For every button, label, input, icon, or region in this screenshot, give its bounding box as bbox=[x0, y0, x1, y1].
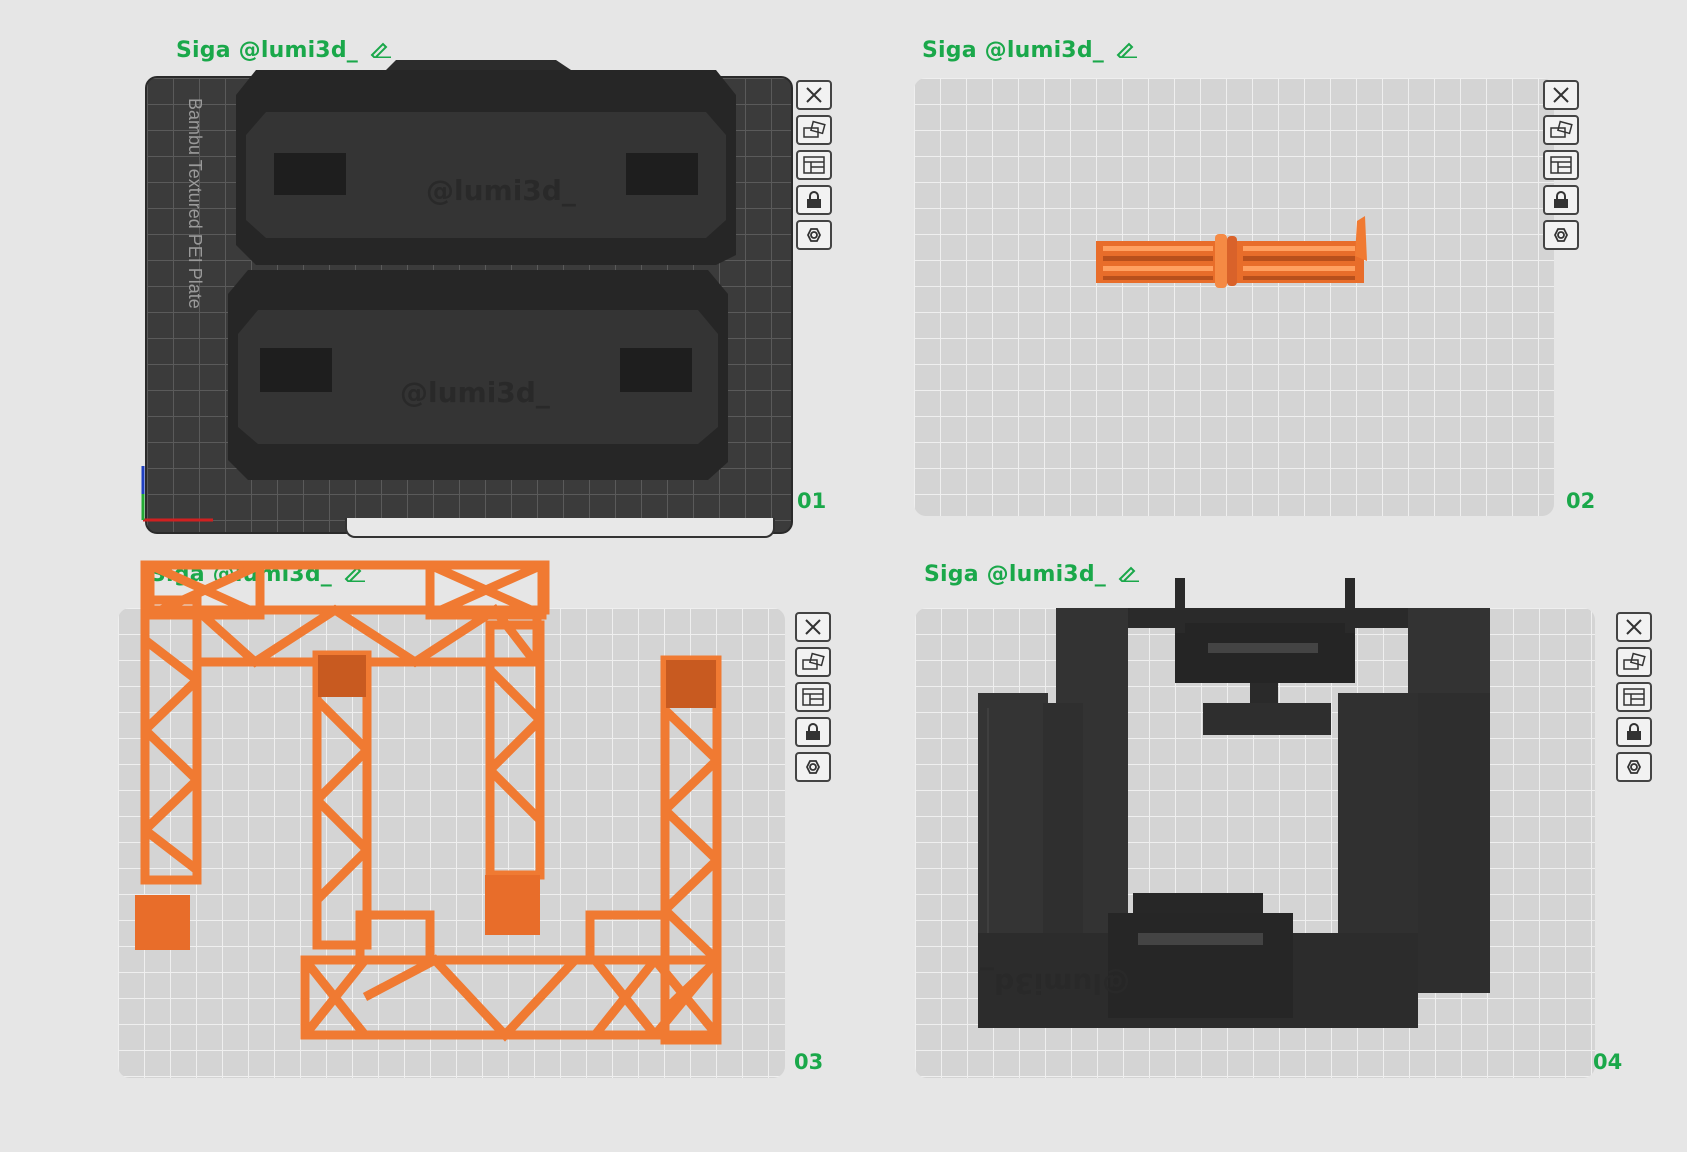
layout-icon bbox=[802, 688, 824, 706]
plate-toolbar bbox=[795, 612, 831, 782]
auto-arrange-button[interactable] bbox=[795, 647, 831, 677]
layout-icon bbox=[803, 156, 825, 174]
layout-button[interactable] bbox=[1543, 150, 1579, 180]
layout-icon bbox=[1623, 688, 1645, 706]
plate-toolbar bbox=[1543, 80, 1579, 250]
close-icon bbox=[805, 619, 821, 635]
watermark: Siga @lumi3d_ bbox=[924, 562, 1140, 587]
layout-button[interactable] bbox=[796, 150, 832, 180]
settings-icon bbox=[806, 228, 822, 242]
plate-number: 04 bbox=[1593, 1050, 1623, 1074]
lock-icon bbox=[806, 723, 820, 740]
close-button[interactable] bbox=[796, 80, 832, 110]
settings-button[interactable] bbox=[1616, 752, 1652, 782]
lock-button[interactable] bbox=[1543, 185, 1579, 215]
plate-number: 01 bbox=[797, 489, 827, 513]
plate-toolbar bbox=[796, 80, 832, 250]
axis-indicator bbox=[141, 466, 213, 522]
auto-arrange-icon bbox=[802, 652, 825, 670]
close-icon bbox=[1626, 619, 1642, 635]
auto-arrange-button[interactable] bbox=[1543, 115, 1579, 145]
close-button[interactable] bbox=[1543, 80, 1579, 110]
lock-button[interactable] bbox=[1616, 717, 1652, 747]
lock-icon bbox=[1554, 191, 1568, 208]
pencil-icon bbox=[1116, 42, 1137, 58]
plate-panel-4: Siga @lumi3d_ @lumi3d_ 04 bbox=[843, 540, 1687, 1152]
auto-arrange-button[interactable] bbox=[1616, 647, 1652, 677]
plate-tab bbox=[345, 518, 775, 538]
close-button[interactable] bbox=[795, 612, 831, 642]
model-base-frame[interactable]: @lumi3d_ bbox=[978, 578, 1538, 1058]
plate-panel-3: Siga @lumi3d_ bbox=[0, 540, 843, 1152]
close-button[interactable] bbox=[1616, 612, 1652, 642]
build-plate[interactable] bbox=[914, 78, 1554, 516]
emboss-text: @lumi3d_ bbox=[980, 967, 1130, 1000]
auto-arrange-icon bbox=[1623, 652, 1646, 670]
model-rail-part[interactable] bbox=[1093, 216, 1375, 291]
settings-button[interactable] bbox=[1543, 220, 1579, 250]
settings-icon bbox=[1626, 760, 1642, 774]
lock-button[interactable] bbox=[795, 717, 831, 747]
pencil-icon bbox=[344, 566, 365, 582]
watermark: Siga @lumi3d_ bbox=[176, 38, 392, 63]
close-icon bbox=[806, 87, 822, 103]
plate-toolbar bbox=[1616, 612, 1652, 782]
settings-button[interactable] bbox=[796, 220, 832, 250]
layout-button[interactable] bbox=[1616, 682, 1652, 712]
model-truss-frame[interactable] bbox=[135, 560, 785, 1075]
emboss-text: @lumi3d_ bbox=[426, 174, 576, 207]
emboss-text: @lumi3d_ bbox=[400, 376, 550, 409]
plate-panel-2: Siga @lumi3d_ 02 bbox=[843, 0, 1687, 540]
plate-type-label: Bambu Textured PEI Plate bbox=[185, 98, 205, 309]
settings-icon bbox=[1553, 228, 1569, 242]
plate-number: 03 bbox=[794, 1050, 824, 1074]
settings-icon bbox=[805, 760, 821, 774]
lock-icon bbox=[807, 191, 821, 208]
plate-panel-1: Siga @lumi3d_ Bambu Textured PEI Plate @… bbox=[0, 0, 843, 540]
plate-number: 02 bbox=[1566, 489, 1596, 513]
watermark: Siga @lumi3d_ bbox=[922, 38, 1138, 63]
model-tray-bottom[interactable]: @lumi3d_ bbox=[218, 262, 738, 484]
settings-button[interactable] bbox=[795, 752, 831, 782]
model-tray-top[interactable]: @lumi3d_ bbox=[226, 60, 746, 270]
auto-arrange-icon bbox=[803, 120, 826, 138]
lock-icon bbox=[1627, 723, 1641, 740]
pencil-icon bbox=[370, 42, 391, 58]
layout-icon bbox=[1550, 156, 1572, 174]
lock-button[interactable] bbox=[796, 185, 832, 215]
close-icon bbox=[1553, 87, 1569, 103]
pencil-icon bbox=[1118, 566, 1139, 582]
auto-arrange-button[interactable] bbox=[796, 115, 832, 145]
layout-button[interactable] bbox=[795, 682, 831, 712]
auto-arrange-icon bbox=[1550, 120, 1573, 138]
